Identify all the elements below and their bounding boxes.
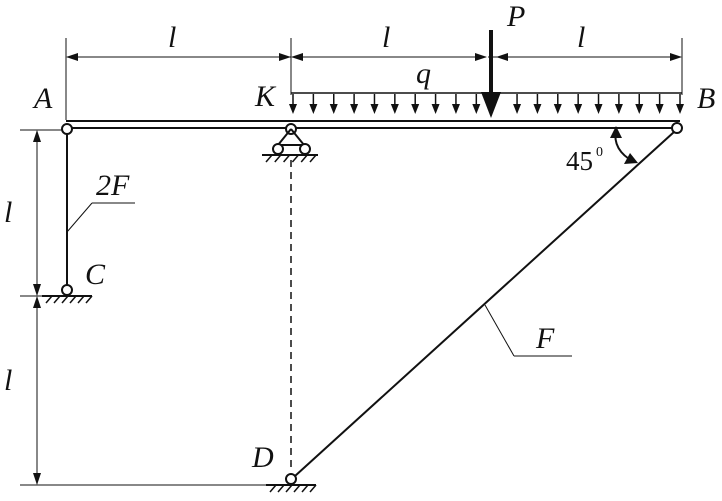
label-a: A <box>32 82 53 115</box>
load-arrow-head <box>533 104 542 114</box>
label-c: C <box>85 258 106 291</box>
load-arrow-head <box>451 104 460 114</box>
load-arrow-head <box>614 104 623 114</box>
ground-hatch-mark <box>277 484 285 493</box>
ground-hatch-mark <box>61 295 69 304</box>
label-b: B <box>697 82 715 115</box>
top-dimension: l l l <box>65 21 683 120</box>
ground-hatch-mark <box>69 295 77 304</box>
f-label: F <box>535 322 555 355</box>
load-arrow-head <box>635 104 644 114</box>
k-roller-left <box>272 143 284 155</box>
two-f-leader-diag <box>66 202 93 233</box>
p-arrow-head <box>481 92 501 118</box>
angle-arrow-bottom <box>624 153 638 164</box>
span-right-label: l <box>577 21 585 54</box>
c-ground-hatch <box>45 295 93 304</box>
span-left-label: l <box>168 21 176 54</box>
ground-hatch-mark <box>77 295 85 304</box>
hinge-c <box>61 284 73 296</box>
label-k: K <box>254 80 277 113</box>
vertical-lower-label: l <box>4 364 12 397</box>
hinge-b <box>671 122 683 134</box>
load-arrow-head <box>431 104 440 114</box>
vertical-upper-label: l <box>4 196 12 229</box>
load-arrow-head <box>655 104 664 114</box>
span-middle-label: l <box>382 21 390 54</box>
ground-hatch-mark <box>53 295 61 304</box>
left-dimension: l l <box>4 129 266 486</box>
k-ground-hatch <box>265 154 317 163</box>
ground-hatch-mark <box>300 154 308 163</box>
load-arrow-head <box>329 104 338 114</box>
load-arrow-head <box>370 104 379 114</box>
ground-hatch-mark <box>293 484 301 493</box>
hinge-a <box>61 123 73 135</box>
load-arrow-head <box>390 104 399 114</box>
load-arrow-head <box>309 104 318 114</box>
load-arrow-head <box>594 104 603 114</box>
angle-arrow-top <box>610 126 622 138</box>
k-strut-right <box>290 128 305 146</box>
k-strut-left <box>277 128 292 146</box>
k-roller-right <box>299 143 311 155</box>
ground-hatch-mark <box>309 154 317 163</box>
load-arrow-head <box>574 104 583 114</box>
point-load-p: P <box>481 0 525 118</box>
load-arrow-head <box>411 104 420 114</box>
label-d: D <box>251 441 274 474</box>
load-arrow-head <box>676 104 684 114</box>
ground-hatch-mark <box>285 484 293 493</box>
ground-hatch-mark <box>301 484 309 493</box>
hinge-d <box>285 473 297 485</box>
load-arrows <box>289 94 684 114</box>
two-f-label: 2F <box>96 169 130 202</box>
load-arrow-head <box>350 104 359 114</box>
d-ground-hatch <box>269 484 317 493</box>
load-arrow-head <box>553 104 562 114</box>
ground-hatch-mark <box>309 484 317 493</box>
p-label: P <box>506 0 525 33</box>
load-arrow-head <box>472 104 481 114</box>
ground-hatch-mark <box>269 484 277 493</box>
beam-ab: A B K <box>32 80 715 135</box>
ground-hatch-mark <box>45 295 53 304</box>
roller-support-k <box>262 123 318 163</box>
ground-hatch-mark <box>274 154 282 163</box>
angle-marker: 45 0 <box>566 126 638 176</box>
ground-hatch-mark <box>291 154 299 163</box>
f-leader-diag <box>484 304 515 357</box>
ground-hatch-mark <box>283 154 291 163</box>
degree-label: 0 <box>596 145 603 160</box>
load-arrow-head <box>513 104 522 114</box>
q-label: q <box>416 57 431 90</box>
rod-bd: D F <box>251 131 675 493</box>
load-arrow-head <box>289 104 297 114</box>
rod-ac: C 2F <box>42 134 135 304</box>
ground-hatch-mark <box>265 154 273 163</box>
ground-hatch-mark <box>85 295 93 304</box>
angle-label: 45 <box>566 146 593 176</box>
distributed-load: q <box>289 57 684 114</box>
rod-bd-line <box>294 131 675 477</box>
